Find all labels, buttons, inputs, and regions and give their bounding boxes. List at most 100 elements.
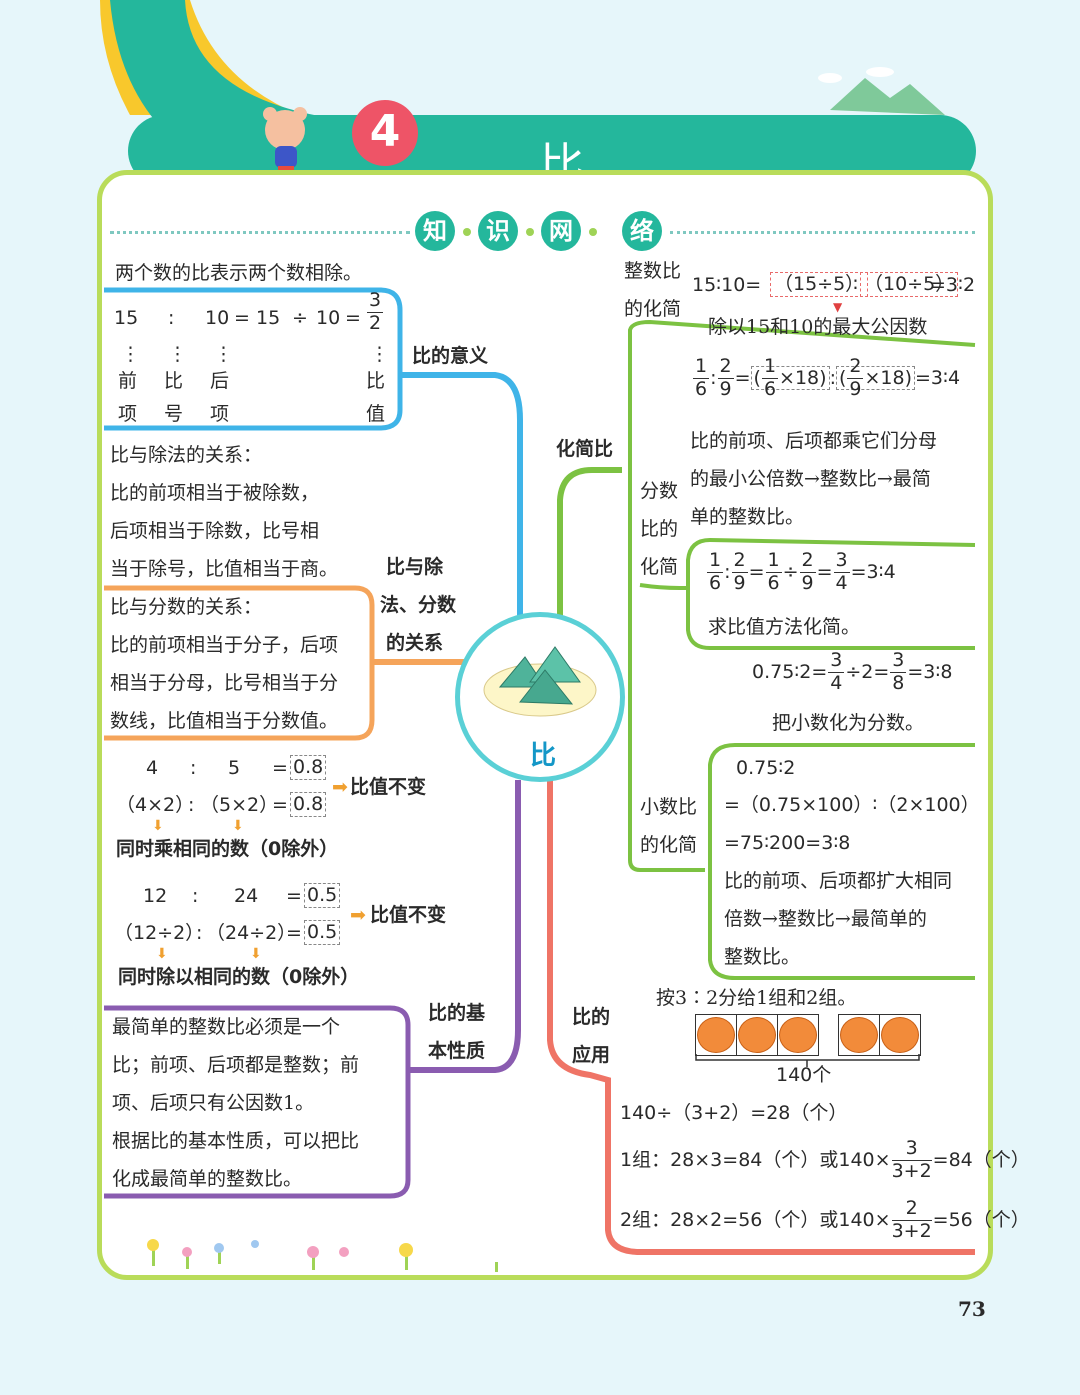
app-total: 140个 xyxy=(776,1064,832,1086)
div-relation-line: 当于除号，比值相当于商。 xyxy=(110,558,339,580)
dec-line: 倍数→整数比→最简单的 xyxy=(724,908,927,930)
unit-number-badge: 4 xyxy=(352,100,418,166)
eq-equals: = xyxy=(234,307,250,329)
dec-line: 比的前项、后项都扩大相同 xyxy=(724,870,953,892)
property-line: 比；前项、后项都是整数；前 xyxy=(112,1054,360,1076)
section-char-4: 络 xyxy=(622,211,662,251)
branch-application: 比的 xyxy=(572,1006,611,1028)
section-char-3: 网 xyxy=(541,211,581,251)
int-eq-d: （10÷5） xyxy=(860,272,959,297)
ex2-value: 0.5 xyxy=(304,883,341,908)
eq-equals-2: = xyxy=(345,307,361,329)
dots: ⋮ xyxy=(370,343,389,365)
dots: ⋮ xyxy=(168,343,187,365)
property-line: 最简单的整数比必须是一个 xyxy=(112,1016,341,1038)
int-label: 整数比 xyxy=(624,260,682,282)
section-dot xyxy=(589,228,597,236)
label-xiang2: 项 xyxy=(210,403,230,425)
frac-line: 的最小公倍数→整数比→最简 xyxy=(690,468,931,490)
arrow-down-icon: ⬇ xyxy=(250,946,262,962)
section-char-1: 知 xyxy=(415,211,455,251)
ex1-term: 4 xyxy=(146,757,159,779)
frac-label: 比的 xyxy=(640,518,679,540)
branch-meaning: 比的意义 xyxy=(412,345,489,367)
label-qian: 前 xyxy=(118,370,138,392)
ex1-rule: 同时乘相同的数（0除外） xyxy=(116,838,339,860)
frac-note2: 求比值方法化简。 xyxy=(708,616,861,638)
arrow-down-icon: ⬇ xyxy=(152,818,164,834)
div-relation-line: 后项相当于除数，比号相 xyxy=(110,520,320,542)
branch-relation: 法、分数 xyxy=(380,594,457,616)
ex2-rule: 同时除以相同的数（0除外） xyxy=(118,966,360,988)
center-label: 比 xyxy=(530,741,557,771)
frac-line: 单的整数比。 xyxy=(690,506,805,528)
ex1-value2: 0.8 xyxy=(290,792,327,817)
orange-icon xyxy=(695,1014,737,1056)
ex1-term: 5 xyxy=(228,757,241,779)
ex2-term2: （12÷2） xyxy=(114,922,205,944)
orange-icon xyxy=(736,1014,778,1056)
label-bi: 比 xyxy=(164,370,184,392)
arrow-down-icon: ⬇ xyxy=(232,818,244,834)
ex1-equals: = xyxy=(272,757,288,779)
dots: ⋮ xyxy=(121,343,140,365)
ex1-note: 比值不变 xyxy=(350,776,427,798)
eq-colon: : xyxy=(168,307,175,329)
branch-application: 应用 xyxy=(572,1044,611,1066)
eq-term-10b: 10 xyxy=(316,307,341,329)
label-bi2: 比 xyxy=(366,370,386,392)
ex2-term2b: （24÷2） xyxy=(206,922,297,944)
frac-relation-line: 比的前项相当于分子，后项 xyxy=(110,634,339,656)
label-xiang: 项 xyxy=(118,403,138,425)
property-line: 项、后项只有公因数1。 xyxy=(112,1092,315,1114)
bear-mascot-icon xyxy=(263,107,307,176)
meaning-intro: 两个数的比表示两个数相除。 xyxy=(115,262,363,284)
eq-term-15b: 15 xyxy=(256,307,281,329)
ex1-colon: : xyxy=(190,757,197,779)
int-note: 除以15和10的最大公因数 xyxy=(708,316,928,338)
int-eq-e: =3∶2 xyxy=(930,274,976,296)
ex2-note: 比值不变 xyxy=(370,904,447,926)
arrow-down-icon: ⬇ xyxy=(156,946,168,962)
label-hou: 后 xyxy=(210,370,230,392)
int-eq-c: ∶ xyxy=(853,274,858,296)
orange-icon xyxy=(838,1014,880,1056)
ex1-colon2: : xyxy=(188,794,195,816)
dec-line: 0.75∶2 xyxy=(736,757,796,779)
orange-icon xyxy=(777,1014,819,1056)
ex2-equals2: = xyxy=(286,922,302,944)
dots: ⋮ xyxy=(214,343,233,365)
branch-property: 比的基 xyxy=(428,1002,486,1024)
dec-line: =75∶200=3∶8 xyxy=(724,832,851,854)
total-bracket xyxy=(695,1054,920,1067)
ex2-equals: = xyxy=(286,885,302,907)
branch-simplify: 化简比 xyxy=(556,438,614,460)
dotted-divider-left xyxy=(110,231,410,234)
branch-relation: 的关系 xyxy=(386,632,444,654)
branch-property: 本性质 xyxy=(428,1040,486,1062)
eq-divide: ÷ xyxy=(292,307,308,329)
dec-line: 整数比。 xyxy=(724,946,801,968)
ex1-equals2: = xyxy=(272,794,288,816)
ex1-term2b: （5×2） xyxy=(200,794,279,816)
ex2-colon2: : xyxy=(196,922,203,944)
frac-relation-line: 相当于分母，比号相当于分 xyxy=(110,672,339,694)
app-line1: 140÷（3+2）=28（个） xyxy=(620,1102,848,1124)
property-line: 化成最简单的整数比。 xyxy=(112,1168,303,1190)
eq-term-10: 10 xyxy=(205,307,230,329)
section-char-2: 识 xyxy=(478,211,518,251)
rice-dumpling-icon xyxy=(483,646,597,717)
frac-line: 比的前项、后项都乘它们分母 xyxy=(690,430,938,452)
int-label: 的化简 xyxy=(624,298,682,320)
dec-label: 的化简 xyxy=(640,834,698,856)
ex1-term2: （4×2） xyxy=(116,794,195,816)
arrow-right-icon: ➡ xyxy=(350,904,366,926)
page-number: 73 xyxy=(958,1297,986,1321)
arrow-right-icon: ➡ xyxy=(332,776,348,798)
ex2-colon: : xyxy=(192,885,199,907)
